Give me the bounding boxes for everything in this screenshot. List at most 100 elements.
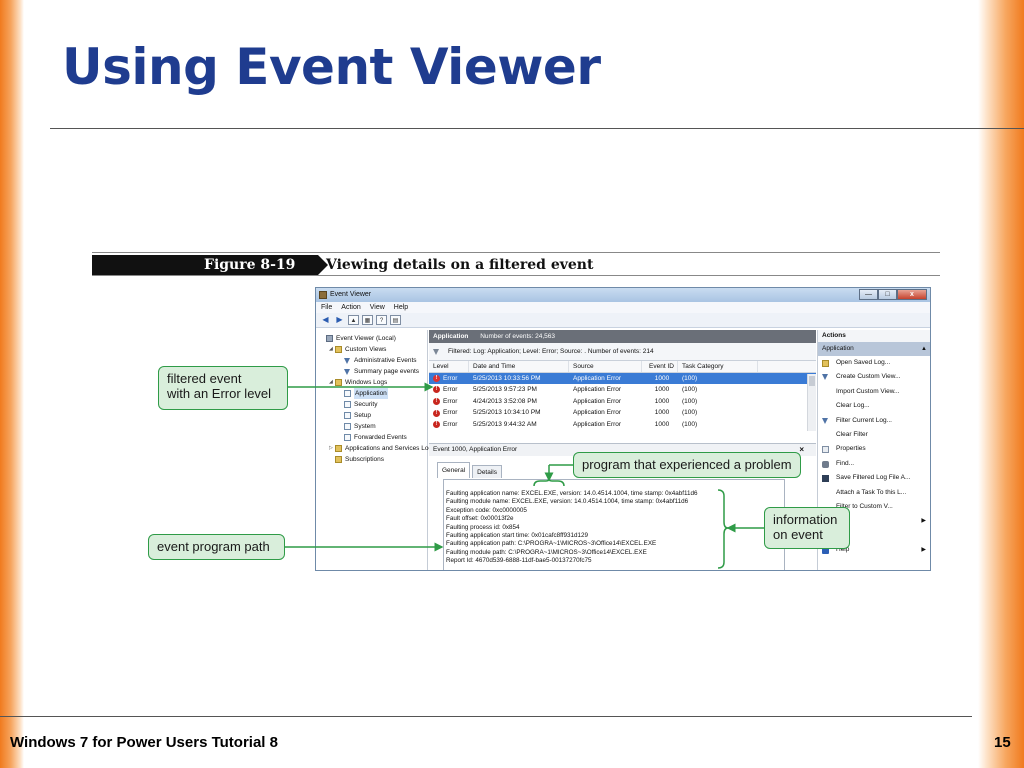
level-text: Error xyxy=(443,386,458,394)
column-task-category[interactable]: Task Category xyxy=(678,361,758,372)
column-date-time[interactable]: Date and Time xyxy=(469,361,569,372)
detail-close-icon[interactable]: × xyxy=(799,445,804,454)
date-cell: 5/25/2013 10:34:10 PM xyxy=(473,409,541,417)
action-item[interactable]: Clear Filter xyxy=(818,428,930,442)
action-item[interactable]: Clear Log... xyxy=(818,399,930,413)
tree-item-label: Application xyxy=(354,388,388,399)
tree-item[interactable]: System xyxy=(316,421,427,432)
menu-bar: File Action View Help xyxy=(316,302,930,313)
level-cell: !Error xyxy=(429,396,469,408)
events-scrollbar[interactable] xyxy=(807,374,816,431)
action-item[interactable]: Import Custom View... xyxy=(818,385,930,399)
collapse-arrow-icon[interactable]: ▲ xyxy=(921,346,927,352)
action-item-label: Attach a Task To this L... xyxy=(836,488,907,496)
action-item[interactable]: Find... xyxy=(818,457,930,471)
action-item[interactable]: ▶ xyxy=(818,514,930,528)
menu-file[interactable]: File xyxy=(321,304,333,311)
expand-triangle-icon[interactable]: ◢ xyxy=(329,379,333,385)
expand-triangle-icon[interactable]: ▷ xyxy=(329,445,333,451)
filter-icon xyxy=(433,348,439,355)
action-item[interactable]: Properties xyxy=(818,442,930,456)
event-detail-pane: Event 1000, Application Error × General … xyxy=(429,443,816,570)
up-folder-icon[interactable]: ▲ xyxy=(348,315,359,325)
maximize-button[interactable]: □ xyxy=(878,289,897,300)
category-cell: (100) xyxy=(682,397,698,405)
tree-item[interactable]: Subscriptions xyxy=(316,454,427,465)
filter-text: Filtered: Log: Application; Level: Error… xyxy=(448,347,654,355)
log-name: Application xyxy=(433,333,469,340)
event-id-cell: 1000 xyxy=(654,386,670,394)
binoculars-icon xyxy=(822,460,829,468)
submenu-arrow-icon: ▶ xyxy=(921,518,926,525)
tree-item[interactable]: Event Viewer (Local) xyxy=(316,333,427,344)
column-event-id[interactable]: Event ID xyxy=(642,361,678,372)
tree-item[interactable]: ▷Applications and Services Logs xyxy=(316,443,435,454)
column-source[interactable]: Source xyxy=(569,361,642,372)
close-button[interactable]: x xyxy=(897,289,927,300)
show-hide-action-pane-icon[interactable]: ▤ xyxy=(390,315,401,325)
tree-item[interactable]: Summary page events xyxy=(316,366,427,377)
menu-action[interactable]: Action xyxy=(341,304,361,311)
help-icon xyxy=(822,547,829,555)
level-cell: !Error xyxy=(429,373,469,385)
tree-item[interactable]: ◢Custom Views xyxy=(316,344,427,355)
description-line: Faulting application start time: 0x01caf… xyxy=(446,531,589,539)
action-item[interactable]: Open Saved Log... xyxy=(818,356,930,370)
back-arrow-icon[interactable]: ◀ xyxy=(322,315,329,324)
scrollbar-thumb[interactable] xyxy=(809,376,815,386)
figure-caption: Viewing details on a filtered event xyxy=(326,257,594,273)
window-titlebar[interactable]: Event Viewer — □ x xyxy=(316,288,930,302)
tree-item-label: System xyxy=(354,423,376,430)
expand-triangle-icon[interactable]: ◢ xyxy=(329,346,333,352)
figure-label-arrow xyxy=(318,255,328,275)
folder-icon xyxy=(335,445,342,452)
source-cell: Application Error xyxy=(573,420,622,428)
menu-view[interactable]: View xyxy=(369,304,385,311)
tree-item[interactable]: Setup xyxy=(316,410,427,421)
tab-details[interactable]: Details xyxy=(472,465,502,478)
event-id-cell: 1000 xyxy=(654,397,670,405)
tab-general[interactable]: General xyxy=(437,462,471,478)
source-cell: Application Error xyxy=(573,386,622,394)
help-icon[interactable]: ? xyxy=(376,315,387,325)
window-controls: — □ x xyxy=(859,289,927,300)
minimize-button[interactable]: — xyxy=(859,289,878,300)
page-number: 15 xyxy=(994,734,1011,751)
tree-item[interactable]: Forwarded Events xyxy=(316,432,427,443)
tree-item[interactable]: ◢Windows Logs xyxy=(316,377,427,388)
tree-item[interactable]: Application xyxy=(316,388,427,399)
action-item[interactable]: Help▶ xyxy=(818,543,930,557)
level-text: Error xyxy=(443,409,458,417)
action-item[interactable]: Filter to Custom V... xyxy=(818,500,930,514)
column-level[interactable]: Level xyxy=(429,361,469,372)
menu-help[interactable]: Help xyxy=(393,304,409,311)
open-folder-icon xyxy=(822,360,829,367)
show-hide-tree-icon[interactable]: ▦ xyxy=(362,315,373,325)
source-cell: Application Error xyxy=(573,409,622,417)
tree-item-label: Administrative Events xyxy=(354,357,417,364)
action-item[interactable]: Filter Current Log... xyxy=(818,414,930,428)
forward-arrow-icon[interactable]: ▶ xyxy=(336,315,343,324)
tree-item[interactable]: Security xyxy=(316,399,427,410)
tree-item[interactable]: Administrative Events xyxy=(316,355,427,366)
error-icon: ! xyxy=(433,374,440,382)
action-item[interactable]: Save Filtered Log File A... xyxy=(818,471,930,485)
description-line: Faulting application name: EXCEL.EXE, ve… xyxy=(446,490,698,497)
slide-left-edge xyxy=(0,0,24,768)
event-id-cell: 1000 xyxy=(654,409,670,417)
callout-information: information on event xyxy=(764,507,850,549)
footer-title: Windows 7 for Power Users Tutorial 8 xyxy=(10,734,278,751)
action-item[interactable]: Attach a Task To this L... xyxy=(818,486,930,500)
action-item[interactable]: Create Custom View... xyxy=(818,370,930,384)
actions-section-application[interactable]: Application ▲ xyxy=(818,342,930,356)
tree-item-label: Summary page events xyxy=(354,368,420,375)
filter-icon xyxy=(344,357,350,364)
source-cell: Application Error xyxy=(573,374,622,382)
folder-icon xyxy=(335,346,342,353)
